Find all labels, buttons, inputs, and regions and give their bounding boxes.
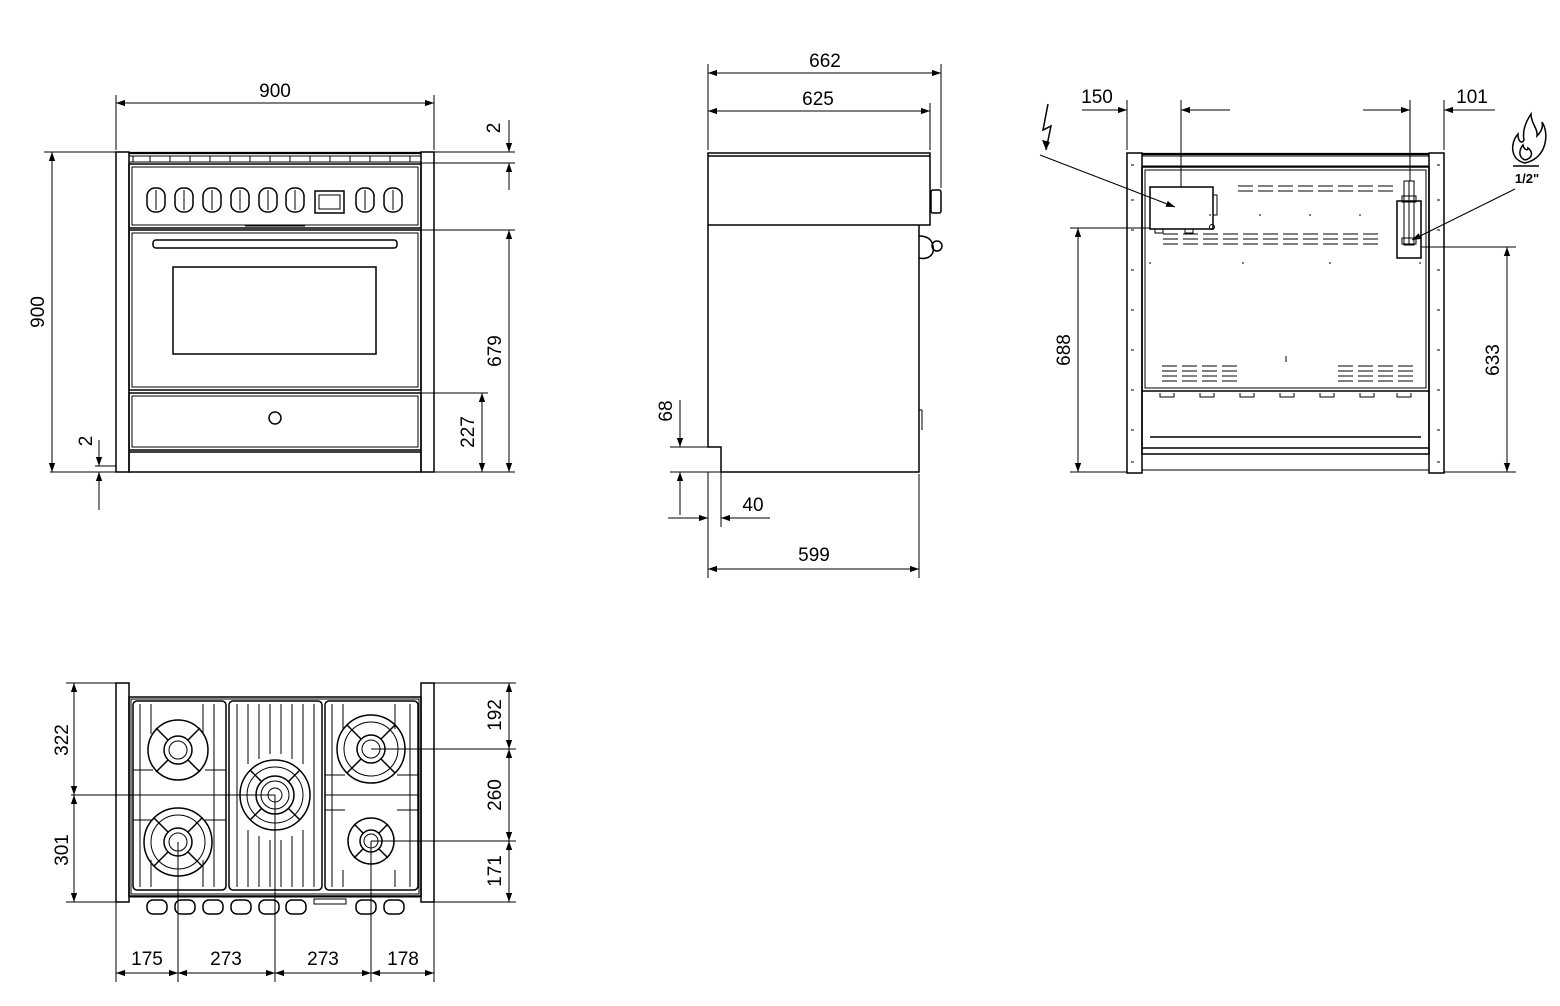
top-span-2-label: 273 — [210, 949, 242, 970]
knob — [355, 187, 375, 213]
knob — [202, 187, 222, 213]
front-top-offset-label: 2 — [484, 123, 505, 134]
back-electric-height-label: 688 — [1054, 334, 1075, 366]
side-base-depth-label: 599 — [798, 545, 830, 566]
side-view: 662 625 599 68 40 — [656, 51, 943, 578]
control-panel — [128, 163, 422, 229]
oven-window — [172, 266, 377, 355]
lightning-bolt-icon — [1041, 103, 1053, 151]
side-plinth-setback-label: 40 — [742, 495, 763, 516]
knob — [230, 187, 250, 213]
top-span-4-label: 178 — [387, 949, 419, 970]
top-depth-rear-label: 301 — [52, 834, 73, 866]
back-vents-lower — [1162, 356, 1413, 382]
back-view: 1/2" 150 101 688 633 — [1039, 87, 1547, 474]
knob — [258, 187, 278, 213]
front-bottom-offset-label: 2 — [76, 436, 97, 447]
front-view: 900 900 2 2 679 227 — [28, 81, 515, 510]
gas-connection — [1396, 180, 1422, 259]
side-total-depth-label: 662 — [809, 51, 841, 72]
back-gas-offset-label: 101 — [1456, 87, 1488, 108]
burner-front-left — [147, 719, 209, 781]
knob — [146, 187, 166, 213]
oven-door — [128, 229, 422, 391]
flame-icon — [1511, 111, 1547, 167]
door-handle — [152, 239, 398, 249]
plinth — [128, 451, 422, 473]
top-knobs — [146, 898, 405, 915]
side-body-depth-label: 625 — [802, 89, 834, 110]
front-drawer-height-label: 227 — [458, 416, 479, 448]
front-width-label: 900 — [259, 81, 291, 102]
top-span-1-label: 175 — [131, 949, 163, 970]
side-knob — [930, 189, 942, 214]
knob — [383, 187, 403, 213]
back-vents-upper — [1163, 185, 1393, 245]
knob — [285, 187, 305, 213]
gas-thread-label: 1/2" — [1515, 171, 1539, 186]
back-gas-height-label: 633 — [1483, 344, 1504, 376]
front-grates — [128, 151, 422, 163]
drawer — [128, 392, 422, 451]
back-electric-offset-label: 150 — [1081, 87, 1113, 108]
top-depth-front-label: 322 — [52, 724, 73, 756]
top-right-front-label: 192 — [485, 699, 506, 731]
electrical-terminal-box — [1149, 186, 1214, 230]
knob — [174, 187, 194, 213]
side-door-handle — [918, 235, 935, 260]
display — [314, 190, 345, 214]
front-knobs — [146, 187, 403, 214]
top-span-3-label: 273 — [307, 949, 339, 970]
top-view: 322 301 192 260 171 175 273 273 178 — [52, 682, 516, 982]
drawer-knob — [268, 411, 282, 425]
top-right-rear-label: 171 — [485, 855, 506, 887]
front-door-height-label: 679 — [485, 335, 506, 367]
top-right-mid-label: 260 — [485, 779, 506, 811]
side-plinth-height-label: 68 — [656, 400, 677, 421]
front-height-label: 900 — [28, 296, 49, 328]
